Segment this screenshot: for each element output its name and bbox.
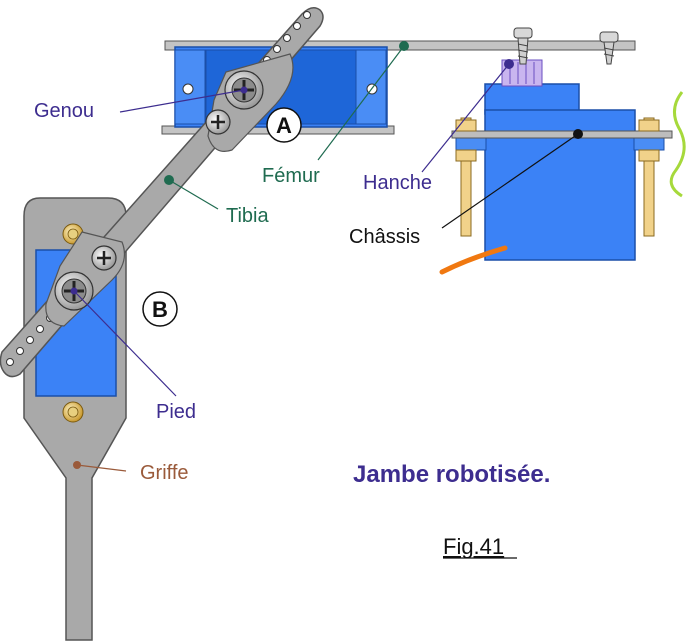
- chassis-rod-right: [643, 117, 655, 237]
- nut-left-top: [455, 119, 477, 132]
- label-hanche: Hanche: [363, 172, 432, 194]
- foot-screw-bottom: [62, 401, 84, 423]
- femur-leader: [317, 45, 405, 161]
- hanche-leader: [421, 63, 510, 173]
- chassis-leader: [441, 133, 579, 229]
- griffe-leader: [76, 464, 127, 472]
- marker-a: A: [266, 107, 302, 143]
- caption-figure: Fig.41: [443, 534, 504, 559]
- tibia-leader: [168, 179, 219, 210]
- wire-orange: [439, 245, 508, 275]
- knee-servo-hole-left: [182, 83, 194, 95]
- label-femur: Fémur: [262, 165, 320, 187]
- hip-servo-top: [484, 83, 580, 115]
- hip-servo-ear-right: [633, 137, 665, 151]
- label-chassis: Châssis: [349, 226, 420, 248]
- label-tibia: Tibia: [226, 205, 269, 227]
- nut-right-top: [638, 119, 660, 132]
- svg-text:A: A: [276, 113, 292, 138]
- nut-right-bottom: [638, 149, 660, 162]
- pied-leader: [73, 290, 177, 397]
- hip-servo-ear-left: [455, 137, 487, 151]
- label-griffe: Griffe: [140, 462, 189, 484]
- marker-b: B: [142, 291, 178, 327]
- femur-screw-icon: [599, 31, 619, 65]
- chassis-plate: [451, 130, 673, 139]
- caption-title: Jambe robotisée.: [353, 461, 550, 488]
- genou-leader: [119, 89, 245, 113]
- wire-green: [669, 91, 686, 198]
- foot-secondary-screw-icon: [91, 245, 117, 271]
- nut-left-bottom: [455, 149, 477, 162]
- label-pied: Pied: [156, 401, 196, 423]
- svg-text:B: B: [152, 297, 168, 322]
- knee-secondary-screw-icon: [205, 109, 231, 135]
- hip-screw-icon: [513, 27, 533, 65]
- label-genou: Genou: [34, 100, 94, 122]
